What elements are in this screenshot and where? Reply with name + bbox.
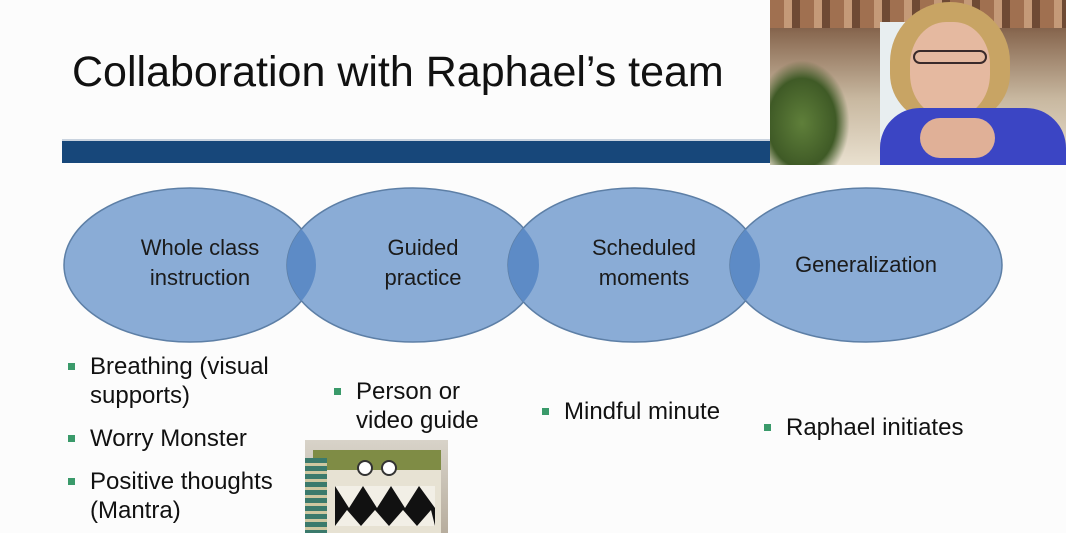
bullet-item: Person or video guide	[334, 377, 534, 435]
monster-mouth	[335, 486, 435, 526]
bullet-item: Raphael initiates	[764, 413, 1004, 442]
monster-stripe	[305, 458, 327, 533]
bullet-list-2: Person or video guide	[334, 377, 534, 449]
bullet-list-3: Mindful minute	[542, 397, 762, 440]
stage-label-3-line1: Scheduled	[592, 235, 696, 260]
stage-label-1-line1: Whole class	[140, 235, 260, 260]
cam-plant	[770, 60, 850, 165]
bullet-item: Mindful minute	[542, 397, 762, 426]
bullet-text-line1: Mindful minute	[564, 398, 721, 425]
bullet-item: Breathing (visual supports)	[68, 352, 308, 410]
bullet-text-line1: Breathing (visual	[90, 353, 269, 380]
cam-glasses	[913, 50, 987, 64]
bullet-text-line1: Raphael initiates	[786, 414, 964, 441]
bullet-list-1: Breathing (visual supports) Worry Monste…	[68, 352, 308, 539]
bullet-item: Positive thoughts (Mantra)	[68, 467, 308, 525]
bullet-text-line2: supports)	[90, 382, 191, 409]
webcam-feed	[770, 0, 1066, 165]
cam-hands	[920, 118, 995, 158]
bullet-text-line1: Positive thoughts	[90, 468, 273, 495]
stage-label-3: Scheduled moments	[554, 233, 734, 293]
title-band-highlight	[62, 139, 770, 141]
monster-eye-right	[381, 460, 397, 476]
stages-diagram	[63, 187, 1003, 343]
bullet-item: Worry Monster	[68, 424, 308, 453]
title-band	[62, 141, 770, 163]
stage-label-2-line2: practice	[384, 265, 462, 290]
worry-monster-photo	[305, 440, 448, 533]
stage-label-4-line1: Generalization	[795, 252, 937, 277]
slide-title: Collaboration with Raphael’s team	[72, 48, 724, 96]
stage-label-4: Generalization	[766, 250, 966, 280]
monster-eye-left	[357, 460, 373, 476]
bullet-list-4: Raphael initiates	[764, 413, 1004, 456]
bullet-text-line2: video guide	[356, 407, 479, 434]
bullet-text-line1: Worry Monster	[90, 425, 247, 452]
stage-label-2-line1: Guided	[387, 235, 459, 260]
cam-person-face	[910, 22, 990, 117]
monster-lid	[313, 450, 441, 470]
stage-label-2: Guided practice	[333, 233, 513, 293]
stage-label-3-line2: moments	[598, 265, 690, 290]
bullet-text-line1: Person or	[356, 378, 461, 405]
stage-label-1: Whole class instruction	[110, 233, 290, 293]
stage-label-1-line2: instruction	[149, 265, 251, 290]
bullet-text-line2: (Mantra)	[90, 497, 181, 524]
